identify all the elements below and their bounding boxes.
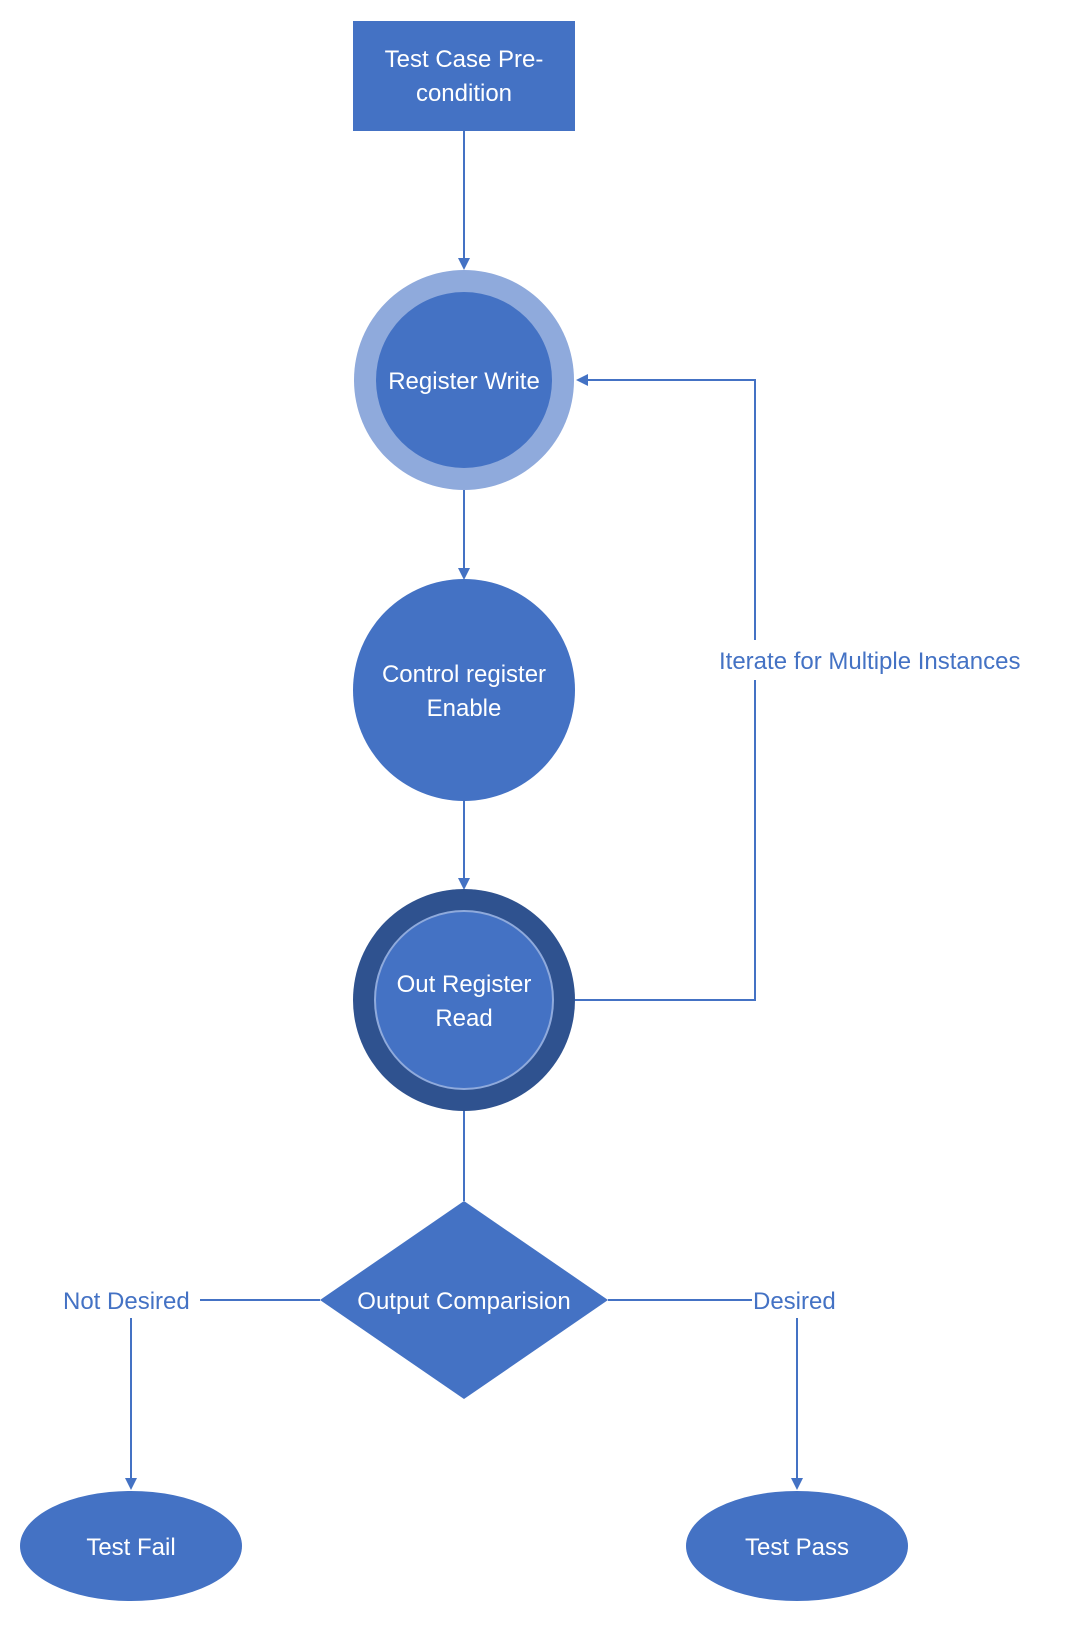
edge-comparison-to-test-fail	[125, 1299, 320, 1490]
precondition-box	[353, 21, 575, 131]
out-register-node[interactable]: Out Register Read	[353, 889, 575, 1111]
edge-loop-out-register-to-register-write	[575, 374, 756, 1001]
control-register-label-line1: Control register	[382, 661, 546, 688]
precondition-label-line2: condition	[416, 80, 512, 107]
test-pass-node[interactable]: Test Pass	[686, 1491, 908, 1601]
not-desired-edge-label: Not Desired	[63, 1288, 190, 1315]
register-write-inner-circle	[376, 292, 552, 468]
register-write-node[interactable]: Register Write	[354, 270, 574, 490]
control-register-node[interactable]: Control register Enable	[353, 579, 575, 801]
test-fail-ellipse	[20, 1491, 242, 1601]
loop-edge-label: Iterate for Multiple Instances	[719, 648, 1020, 675]
control-register-label-line2: Enable	[427, 695, 502, 722]
out-register-label-line1: Out Register	[397, 971, 532, 998]
precondition-node[interactable]: Test Case Pre- condition	[353, 21, 575, 131]
register-write-label: Register Write	[388, 368, 540, 395]
comparison-node[interactable]: Output Comparision	[320, 1201, 608, 1399]
precondition-label-line1: Test Case Pre-	[385, 46, 544, 73]
desired-edge-label: Desired	[753, 1288, 836, 1315]
control-register-circle	[353, 579, 575, 801]
edge-register-write-to-control-register	[458, 490, 470, 580]
test-fail-label: Test Fail	[86, 1534, 175, 1561]
comparison-label: Output Comparision	[357, 1288, 570, 1315]
test-pass-ellipse	[686, 1491, 908, 1601]
edge-comparison-to-test-pass	[608, 1299, 803, 1490]
edge-control-register-to-out-register	[458, 800, 470, 890]
test-fail-node[interactable]: Test Fail	[20, 1491, 242, 1601]
edge-precondition-to-register-write	[458, 131, 470, 270]
comparison-diamond	[320, 1201, 608, 1399]
out-register-label-line2: Read	[435, 1005, 492, 1032]
out-register-inner-circle	[374, 910, 554, 1090]
test-pass-label: Test Pass	[745, 1534, 849, 1561]
